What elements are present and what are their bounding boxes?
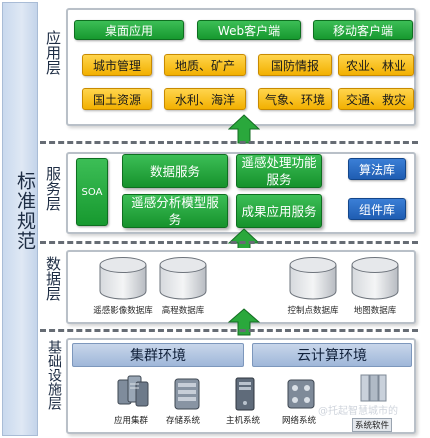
rs-processing-box: 遥感处理功能服务 bbox=[236, 154, 322, 188]
rs-model-box: 遥感分析模型服务 bbox=[122, 194, 228, 228]
device-label-network: 网络系统 bbox=[282, 416, 317, 426]
service-layer: 服务层 SOA 数据服务 遥感处理功能服务 遥感分析模型服务 成果应用服务 算法… bbox=[40, 148, 418, 236]
domain-traffic: 交通、救灾 bbox=[338, 88, 414, 110]
data-layer-label: 数据层 bbox=[44, 256, 62, 301]
application-layer: 应用层 桌面应用 Web客户端 移动客户端 城市管理 地质、矿产 国防情报 农业… bbox=[40, 2, 418, 132]
infrastructure-layer-label: 基础设施层 bbox=[46, 340, 62, 410]
standards-bar: 标准规范 bbox=[2, 2, 38, 436]
app-cluster-icon bbox=[116, 372, 150, 416]
application-layer-label: 应用层 bbox=[44, 30, 62, 75]
data-service-box: 数据服务 bbox=[122, 154, 228, 188]
domain-geology: 地质、矿产 bbox=[164, 54, 246, 76]
client-mobile: 移动客户端 bbox=[313, 20, 413, 40]
service-layer-label: 服务层 bbox=[44, 166, 62, 211]
network-icon bbox=[284, 376, 318, 416]
standards-label: 标准规范 bbox=[14, 171, 36, 251]
watermark-text: @托起智慧城市的 bbox=[318, 406, 398, 417]
data-layer: 数据层 遥感影像数据库 高程数据库 控制点数据库 地图数据库 bbox=[40, 248, 418, 324]
up-arrow-icon bbox=[228, 308, 260, 336]
db-label-control: 控制点数据库 bbox=[287, 306, 339, 316]
database-icon bbox=[288, 256, 338, 300]
separator-1 bbox=[40, 141, 418, 144]
software-icon bbox=[358, 372, 388, 408]
host-icon bbox=[232, 376, 258, 416]
component-lib-box: 组件库 bbox=[348, 198, 406, 220]
domain-defense: 国防情报 bbox=[258, 54, 332, 76]
algorithm-lib-box: 算法库 bbox=[348, 158, 406, 180]
domain-city: 城市管理 bbox=[82, 54, 152, 76]
database-icon bbox=[158, 256, 208, 300]
db-label-elevation: 高程数据库 bbox=[161, 306, 205, 316]
separator-2 bbox=[40, 241, 418, 244]
domain-water: 水利、海洋 bbox=[164, 88, 246, 110]
device-label-software: 系统软件 bbox=[352, 418, 393, 432]
client-desktop: 桌面应用 bbox=[74, 20, 184, 40]
domain-weather: 气象、环境 bbox=[258, 88, 332, 110]
db-label-imagery: 遥感影像数据库 bbox=[93, 306, 153, 316]
device-label-cluster: 应用集群 bbox=[114, 416, 149, 426]
device-label-storage: 存储系统 bbox=[166, 416, 201, 426]
storage-icon bbox=[172, 376, 202, 416]
soa-box: SOA bbox=[76, 158, 108, 226]
domain-agriculture: 农业、林业 bbox=[338, 54, 414, 76]
db-label-map: 地图数据库 bbox=[353, 306, 397, 316]
database-icon bbox=[98, 256, 148, 300]
client-web: Web客户端 bbox=[197, 20, 301, 40]
up-arrow-icon bbox=[228, 114, 260, 144]
separator-3 bbox=[40, 329, 418, 332]
infrastructure-layer: 基础设施层 集群环境 云计算环境 应用集群 存储系统 主机系统 bbox=[40, 336, 418, 436]
domain-land: 国土资源 bbox=[82, 88, 152, 110]
database-icon bbox=[350, 256, 400, 300]
cloud-env-bar: 云计算环境 bbox=[252, 343, 412, 367]
device-label-host: 主机系统 bbox=[226, 416, 261, 426]
result-service-box: 成果应用服务 bbox=[236, 194, 322, 228]
cluster-env-bar: 集群环境 bbox=[72, 343, 244, 367]
